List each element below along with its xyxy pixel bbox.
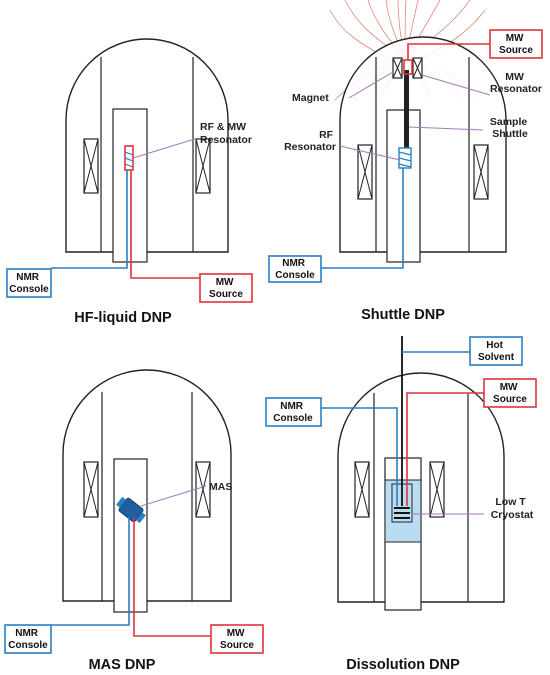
nmr-console-box[interactable]: NMR Console (265, 397, 322, 427)
svg-text:NMR Console: NMR Console (273, 401, 313, 424)
nmr-console-box[interactable]: NMR Console (268, 255, 322, 283)
svg-text:MW Source: MW Source (209, 277, 243, 300)
nmr-cable (321, 407, 398, 506)
panel-caption: MAS DNP (89, 657, 156, 673)
magnet-coil-left (83, 138, 99, 194)
leader-line (132, 137, 199, 159)
nmr-console-box[interactable]: NMR Console (6, 268, 52, 298)
nmr-console-box[interactable]: NMR Console (4, 624, 52, 654)
mas-panel: MAS NMR Console MW Source MAS DNP (4, 369, 264, 673)
svg-text:NMR Console: NMR Console (8, 628, 48, 651)
svg-text:Hot Solvent: Hot Solvent (478, 340, 515, 363)
mw-cable (406, 392, 484, 506)
mw-source-box[interactable]: MW Source (489, 29, 543, 59)
resonator-coil-winding (124, 151, 134, 168)
rf-resonator-label: RF Resonator (284, 129, 336, 153)
shuttle-panel: MW Source NMR Console Magnet MW Resonato… (268, 0, 543, 323)
magnet-body (339, 36, 507, 253)
mw-resonator-label: MW Resonator (490, 71, 542, 95)
svg-text:MW Source: MW Source (499, 33, 533, 56)
panel-caption: HF-liquid DNP (74, 310, 172, 326)
rf-resonator (398, 147, 412, 169)
nmr-cable (51, 517, 130, 626)
nmr-cable (51, 170, 128, 269)
svg-text:NMR Console: NMR Console (275, 258, 315, 281)
low-t-cryostat (384, 479, 422, 543)
mw-cable (407, 43, 490, 60)
magnet-coil-left (83, 461, 99, 518)
dissolution-panel: Hot Solvent MW Source NMR Console Low T … (265, 336, 537, 673)
magnet-coil-left (354, 461, 370, 518)
magnet-label: Magnet (292, 92, 329, 104)
mw-cable (130, 170, 200, 279)
mw-source-box[interactable]: MW Source (199, 273, 253, 303)
sample-shuttle-label: Sample Shuttle (490, 116, 530, 140)
mas-label: MAS (209, 481, 232, 493)
leader-line (408, 126, 484, 131)
nmr-cable (321, 168, 404, 269)
leader-line (348, 71, 394, 99)
magnet-coil-right (473, 144, 489, 200)
svg-text:MW Source: MW Source (493, 382, 527, 405)
magnet-coil-right (195, 461, 211, 518)
mw-cable (133, 517, 211, 637)
panel-caption: Shuttle DNP (361, 307, 445, 323)
rf-mw-resonator-label: RF & MW Resonator (200, 121, 252, 146)
probe-bore (112, 108, 148, 263)
hf-liquid-panel: RF & MW Resonator NMR Console MW Source … (6, 38, 253, 326)
magnet-coil-right (429, 461, 445, 518)
hot-solvent-box[interactable]: Hot Solvent (469, 336, 523, 366)
svg-text:MW Source: MW Source (220, 628, 254, 651)
panel-caption: Dissolution DNP (346, 657, 460, 673)
magnet-coil-left (357, 144, 373, 200)
leader-line (140, 485, 207, 507)
probe-bore (113, 458, 148, 613)
sample-coil-winding (394, 507, 410, 519)
mw-source-box[interactable]: MW Source (210, 624, 264, 654)
mw-source-box[interactable]: MW Source (483, 378, 537, 408)
mas-rotor (116, 496, 146, 524)
cryostat-label: Low T Cryostat (491, 496, 534, 521)
svg-text:NMR Console: NMR Console (9, 272, 49, 295)
magnet-coil-right (195, 138, 211, 194)
sample-shuttle-rod (404, 70, 409, 148)
upper-magnet-coils (392, 57, 423, 79)
leader-line (339, 145, 401, 161)
leader-line (421, 74, 491, 96)
